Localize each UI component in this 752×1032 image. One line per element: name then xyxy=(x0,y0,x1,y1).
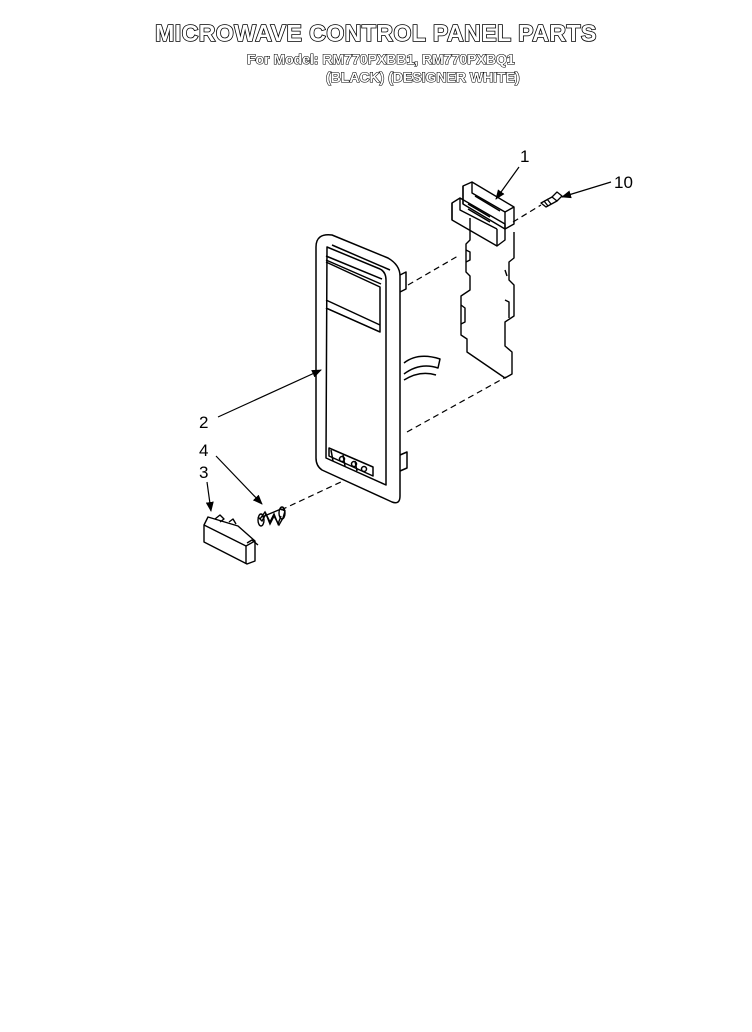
callout-part-4: 4 xyxy=(199,441,208,460)
callout-part-3: 3 xyxy=(199,463,208,482)
button-part xyxy=(203,514,259,565)
callout-part-1: 1 xyxy=(520,147,529,166)
model-numbers: For Model: RM770PXBB1, RM770PXBQ1 xyxy=(246,51,515,67)
spring-part xyxy=(257,506,286,527)
control-panel-part xyxy=(315,234,441,504)
control-board-part xyxy=(451,181,515,379)
callout-part-10: 10 xyxy=(614,173,633,192)
page-title: MICROWAVE CONTROL PANEL PARTS xyxy=(154,20,597,46)
leader-lines xyxy=(205,166,612,512)
color-variants: (BLACK) (DESIGNER WHITE) xyxy=(325,69,520,85)
screw-part xyxy=(540,191,563,208)
callout-part-2: 2 xyxy=(199,413,208,432)
